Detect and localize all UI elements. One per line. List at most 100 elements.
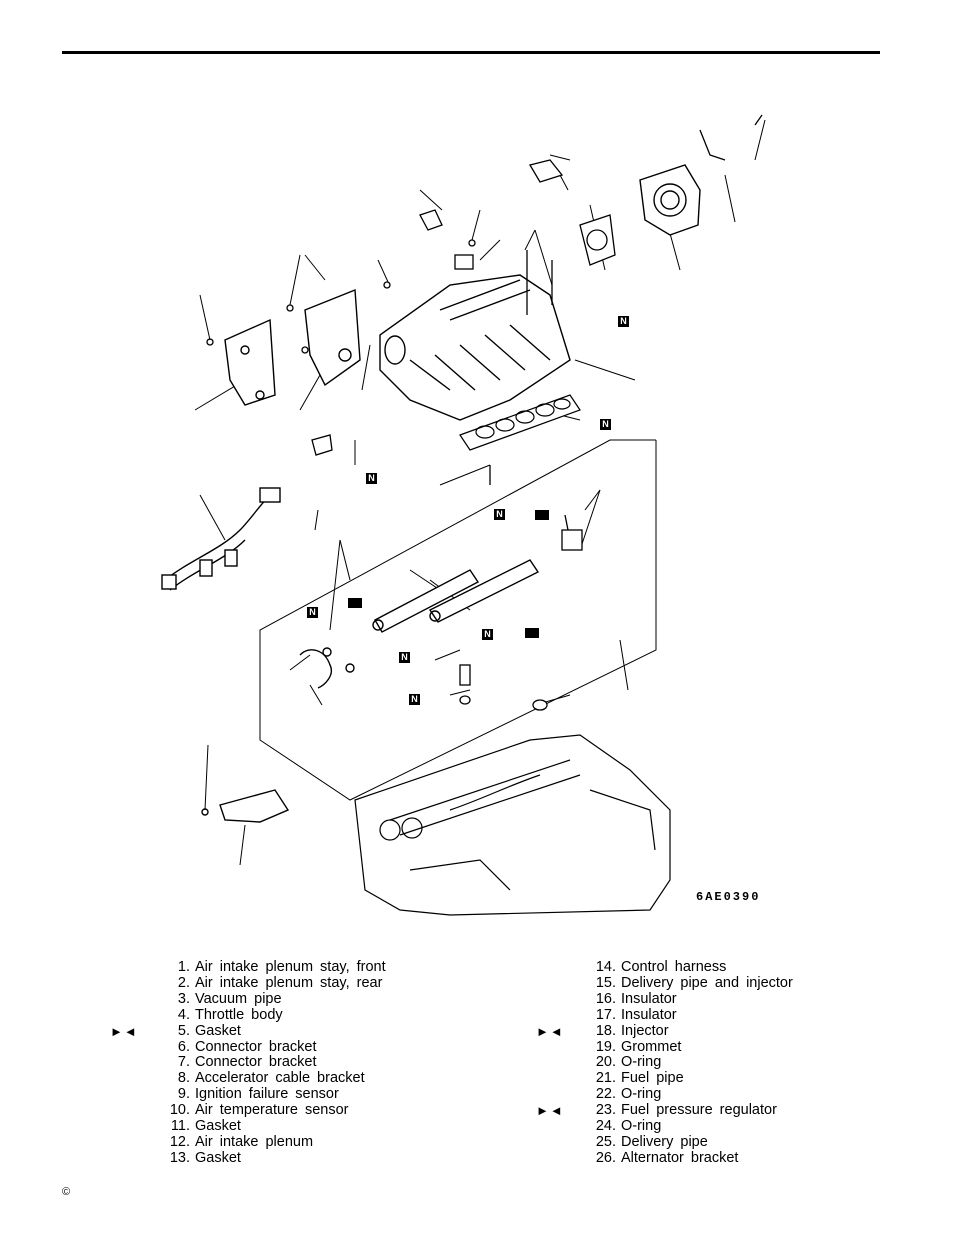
legend-text: Air intake plenum xyxy=(195,1133,314,1150)
legend-text: O-ring xyxy=(621,1086,662,1103)
legend-text: Throttle body xyxy=(195,1006,283,1023)
legend-item: 17. Insulator xyxy=(536,1006,793,1024)
legend-item: 21.Fuel pipe xyxy=(536,1070,793,1087)
legend-text: Accelerator cable bracket xyxy=(195,1070,365,1087)
replace-mark xyxy=(110,976,160,992)
legend-text: Fuel pressure regulator xyxy=(621,1102,777,1119)
legend-text: Insulator xyxy=(621,1006,677,1023)
bolts xyxy=(206,239,553,485)
replace-mark xyxy=(110,1008,160,1024)
replace-mark xyxy=(536,976,586,992)
exploded-diagram xyxy=(161,114,766,916)
replace-mark: ►◄ xyxy=(110,1023,138,1039)
legend-item: 15.Delivery pipe and injector xyxy=(536,974,793,992)
legend-number: 5. xyxy=(177,1022,190,1039)
legend-right: 14. Control harness 15.Delivery pipe and … xyxy=(536,959,793,1167)
legend-text: Injector xyxy=(621,1022,669,1039)
header-rule xyxy=(62,51,880,54)
fuel-pressure-regulator xyxy=(561,514,583,551)
air-temperature-sensor xyxy=(454,254,474,270)
legend-text: Grommet xyxy=(621,1038,682,1055)
n-mark-badge: N xyxy=(366,473,377,484)
replace-mark xyxy=(536,1135,586,1151)
legend-number: 4. xyxy=(177,1006,190,1023)
throttle-gasket xyxy=(579,214,616,266)
legend-item: 16. Insulator xyxy=(536,990,793,1008)
replace-mark xyxy=(110,1119,160,1135)
vacuum-pipe xyxy=(699,114,763,161)
replace-mark xyxy=(536,1040,586,1056)
legend-number: 25. xyxy=(595,1133,616,1150)
legend-item: 11. Gasket xyxy=(110,1118,386,1135)
legend-number: 2. xyxy=(177,974,190,991)
replace-mark xyxy=(110,1055,160,1071)
legend-item: 3.Vacuum pipe xyxy=(110,990,386,1008)
legend-number: 12. xyxy=(169,1133,190,1150)
insulators xyxy=(348,510,549,638)
legend-number: 21. xyxy=(595,1070,616,1087)
legend-number: 16. xyxy=(595,990,616,1007)
fuel-group-outline xyxy=(259,439,657,801)
legend-number: 14. xyxy=(595,959,616,975)
engine-block xyxy=(354,734,671,916)
n-mark-badge: N xyxy=(618,316,629,327)
n-mark-badge: N xyxy=(494,509,505,520)
replace-mark xyxy=(536,1008,586,1024)
replace-mark xyxy=(536,1119,586,1135)
plenum-gasket xyxy=(459,394,581,451)
legend-number: 19. xyxy=(595,1038,616,1055)
legend-number: 11. xyxy=(170,1118,190,1135)
replace-mark xyxy=(110,1151,160,1167)
legend-item: 8. Accelerator cable bracket xyxy=(110,1070,386,1087)
legend-number: 22. xyxy=(595,1086,616,1103)
legend-item: 25.Delivery pipe xyxy=(536,1133,793,1151)
ignition-failure-sensor xyxy=(311,434,333,456)
legend-number: 10. xyxy=(169,1102,190,1119)
throttle-body xyxy=(639,164,701,236)
replace-mark xyxy=(110,992,160,1008)
legend-left: 1.Air intake plenum stay, front 2.Air in… xyxy=(110,959,386,1167)
n-mark-badge: N xyxy=(307,607,318,618)
n-mark-badge: N xyxy=(482,629,493,640)
legend-text: Air intake plenum stay, front xyxy=(195,959,386,975)
legend-item: ►◄18.Injector xyxy=(536,1022,793,1040)
replace-mark xyxy=(536,1071,586,1087)
legend-number: 6. xyxy=(177,1038,190,1055)
injector xyxy=(459,664,471,705)
legend-number: 3. xyxy=(177,990,190,1007)
legend-item: 14. Control harness xyxy=(536,959,793,976)
legend-item: 12. Air intake plenum xyxy=(110,1133,386,1151)
replace-mark xyxy=(110,1103,160,1119)
legend-number: 9. xyxy=(177,1086,190,1103)
legend-text: O-ring xyxy=(621,1054,662,1071)
replace-mark xyxy=(536,1087,586,1103)
legend-text: Control harness xyxy=(621,959,727,975)
legend-text: Delivery pipe and injector xyxy=(621,974,793,991)
legend-item: 4. Throttle body xyxy=(110,1006,386,1024)
legend-text: Connector bracket xyxy=(195,1038,317,1055)
legend-item: 7. Connector bracket xyxy=(110,1055,386,1071)
replace-mark: ►◄ xyxy=(536,1023,564,1039)
replace-mark xyxy=(110,1040,160,1056)
legend-number: 23. xyxy=(595,1102,616,1119)
legend-item: 10.Air temperature sensor xyxy=(110,1102,386,1119)
legend-number: 13. xyxy=(169,1149,190,1166)
legend-text: Gasket xyxy=(195,1022,241,1039)
legend-text: Connector bracket xyxy=(195,1054,317,1071)
replace-mark xyxy=(110,1087,160,1103)
legend-number: 8. xyxy=(177,1070,190,1087)
legend-text: Alternator bracket xyxy=(621,1149,739,1166)
legend-number: 7. xyxy=(177,1054,190,1071)
connector-bracket xyxy=(419,159,564,231)
legend-text: Insulator xyxy=(621,990,677,1007)
grommet xyxy=(532,699,548,711)
legend-item: ►◄ 5. Gasket xyxy=(110,1022,386,1040)
legend-item: 9.Ignition failure sensor xyxy=(110,1086,386,1103)
legend-number: 17. xyxy=(595,1006,616,1023)
fuel-pipe xyxy=(299,647,355,689)
legend-text: Gasket xyxy=(195,1149,241,1166)
alternator-bracket xyxy=(201,789,290,823)
legend-text: O-ring xyxy=(621,1118,662,1135)
plenum-stay-rear xyxy=(304,288,361,387)
legend-text: Gasket xyxy=(195,1118,241,1135)
